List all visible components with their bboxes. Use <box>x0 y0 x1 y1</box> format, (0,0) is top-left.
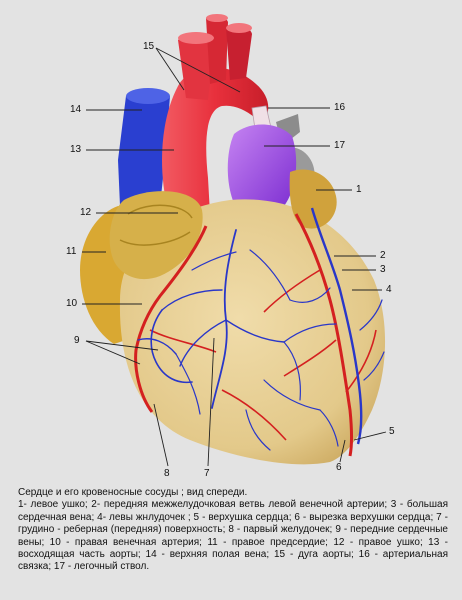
right-auricle-fold-2 <box>119 231 191 246</box>
artery-sub-branch-1 <box>263 269 321 313</box>
pulmonary-trunk <box>227 124 297 214</box>
label-3: 3 <box>380 264 386 275</box>
great-cardiac-vein <box>310 207 363 445</box>
aortic-arch <box>162 67 269 214</box>
label-5: 5 <box>389 426 395 437</box>
subclavian-opening <box>226 23 252 33</box>
brachiocephalic-trunk <box>178 34 214 100</box>
artery-sub-branch-3 <box>345 329 377 393</box>
anterior-cardiac-veins <box>137 229 385 451</box>
left-subclavian <box>226 25 252 80</box>
label-7: 7 <box>204 468 210 479</box>
label-16: 16 <box>334 102 346 113</box>
caption-title: Сердце и его кровеносные сосуды ; вид сп… <box>18 487 248 498</box>
artery-sub-branch-5 <box>149 329 217 353</box>
label-10: 10 <box>66 298 78 309</box>
right-auricle-fold <box>127 204 193 219</box>
right-coronary-artery <box>134 225 208 413</box>
label-4: 4 <box>386 284 392 295</box>
figure-caption: Сердце и его кровеносные сосуды ; вид сп… <box>18 487 448 574</box>
brachiocephalic-opening <box>178 32 214 44</box>
label-14: 14 <box>70 104 82 115</box>
label-15: 15 <box>143 41 155 52</box>
leader-lines <box>82 47 387 467</box>
caption-legend: 1- левое ушко; 2- передняя межжелудочков… <box>18 499 448 573</box>
label-9: 9 <box>74 335 80 346</box>
left-common-carotid <box>206 15 228 85</box>
label-13: 13 <box>70 144 82 155</box>
label-1: 1 <box>356 184 362 195</box>
anterior-interventricular-branch <box>294 213 353 457</box>
superior-vena-cava <box>118 90 170 206</box>
artery-sub-branch-2 <box>283 339 337 377</box>
carotid-opening <box>206 14 228 22</box>
label-11: 11 <box>66 246 77 257</box>
label-17: 17 <box>334 140 346 151</box>
label-6: 6 <box>336 462 342 473</box>
label-2: 2 <box>380 250 386 261</box>
left-auricle <box>289 169 337 229</box>
vena-cava-opening <box>126 88 170 104</box>
artery-sub-branch-4 <box>221 389 287 441</box>
label-12: 12 <box>80 207 92 218</box>
label-8: 8 <box>164 468 170 479</box>
